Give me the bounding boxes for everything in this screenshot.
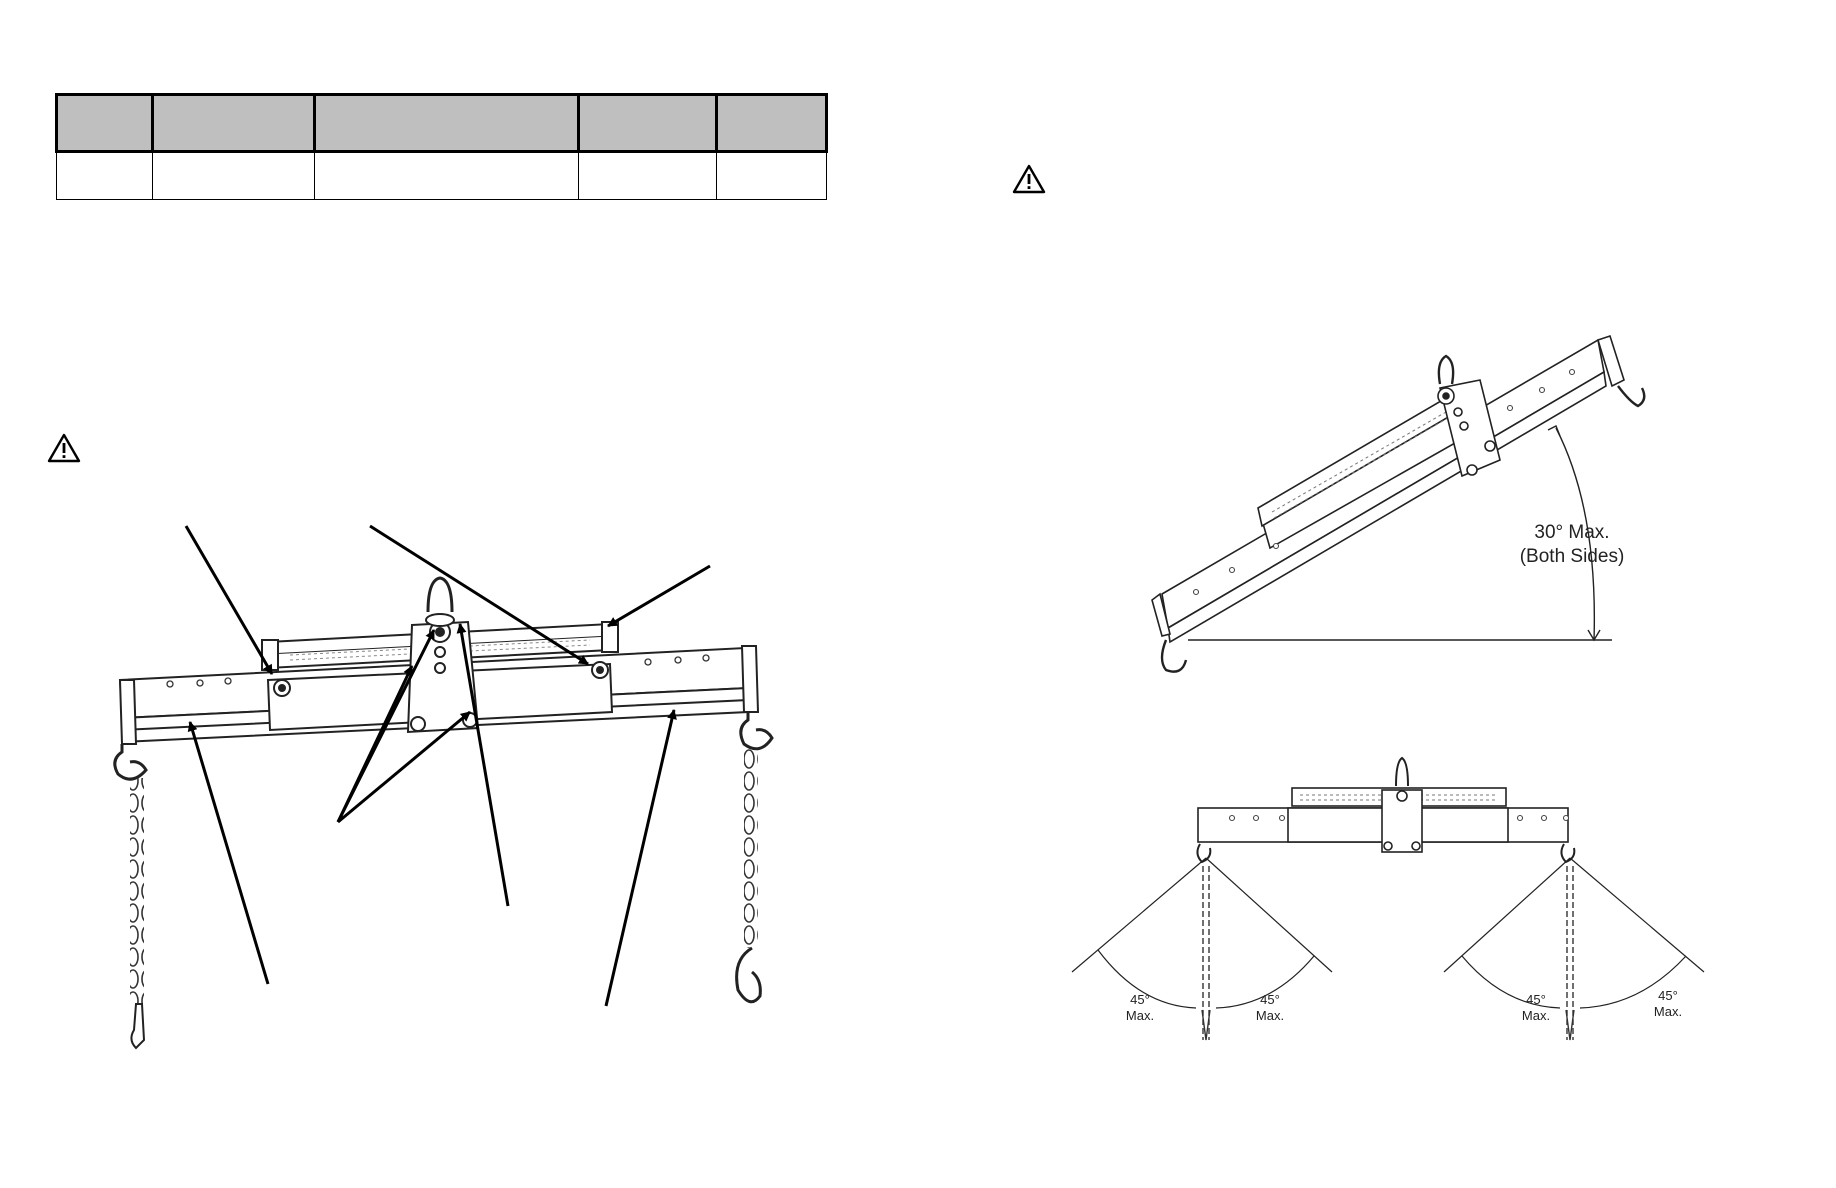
warning-triangle-icon <box>47 433 81 463</box>
spec-table-header-cell <box>151 93 316 153</box>
spec-table-header-cell <box>55 93 154 153</box>
spec-table-cell <box>56 151 153 200</box>
spec-table-cell <box>716 151 827 200</box>
spec-table-header-row <box>55 93 828 153</box>
spec-table-cell <box>152 151 315 200</box>
spec-table <box>55 93 828 200</box>
chain-angle-label: 45° <box>1658 988 1678 1003</box>
chain-angle-label: 45° <box>1526 992 1546 1007</box>
spec-table-row <box>56 151 827 200</box>
chain-angle-label: 45° <box>1130 992 1150 1007</box>
chain-angle-unit: Max. <box>1522 1008 1550 1023</box>
callout-arrows <box>184 524 711 1007</box>
spec-table-header-cell <box>577 93 718 153</box>
lifting-chain <box>1201 866 1575 1041</box>
chain-angle-unit: Max. <box>1126 1008 1154 1023</box>
chain-angle-unit: Max. <box>1256 1008 1284 1023</box>
spec-table-cell <box>578 151 717 200</box>
spec-table-header-cell <box>313 93 580 153</box>
spec-table-header-cell <box>715 93 828 153</box>
lifting-chain <box>130 748 762 1050</box>
spec-table-cell <box>314 151 579 200</box>
chain-angle-unit: Max. <box>1654 1004 1682 1019</box>
warning-triangle-icon <box>1012 164 1046 194</box>
tilt-angle-label: 30° Max. <box>1534 522 1609 543</box>
tilt-angle-sublabel: (Both Sides) <box>1520 546 1625 567</box>
chain-angle-label: 45° <box>1260 992 1280 1007</box>
